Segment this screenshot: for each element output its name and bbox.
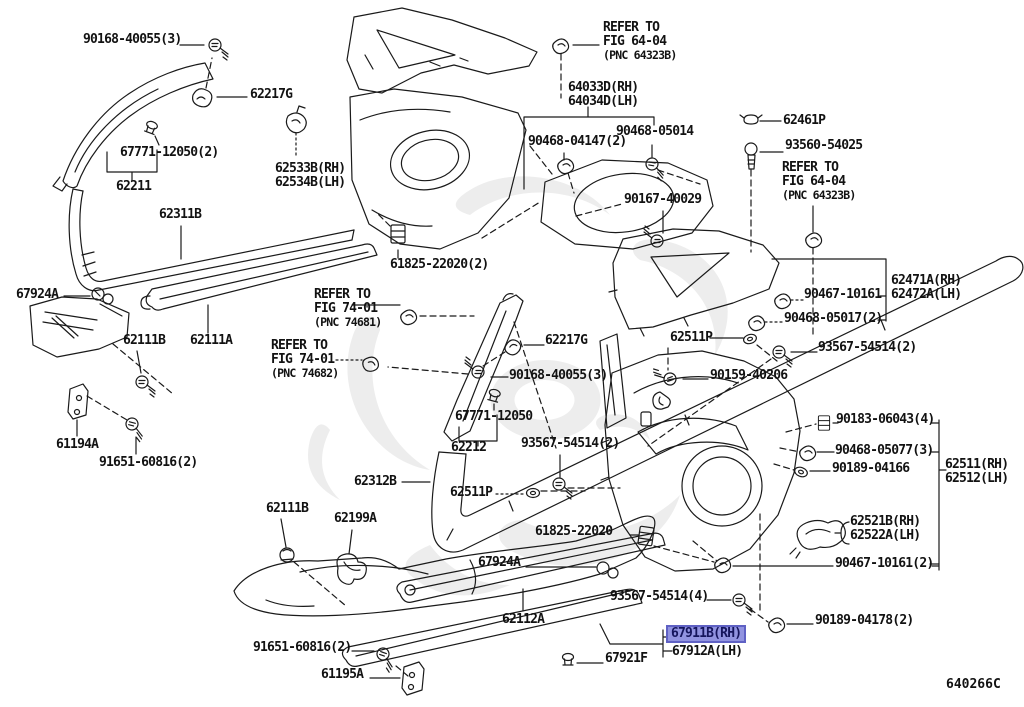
part-label-67924a-a[interactable]: 67924A [16,287,59,302]
part-label-62311b[interactable]: 62311B [159,207,202,222]
part-label-93560-54025[interactable]: 93560-54025 [785,138,863,153]
part-label-67921f[interactable]: 67921F [605,651,648,666]
part-label-62521b-62522a[interactable]: 62521B(RH) 62522A(LH) [850,514,921,544]
part-label-90159-40206[interactable]: 90159-40206 [710,368,788,383]
part-label-90168-40055[interactable]: 90168-40055(3) [83,32,182,47]
part-label-61825-22020-2[interactable]: 61825-22020(2) [390,257,489,272]
part-label-90168-40055-b[interactable]: 90168-40055(3) [509,368,608,383]
part-label-90189-04178[interactable]: 90189-04178(2) [815,613,914,628]
part-64033d-outline [346,7,538,94]
part-62311b-outline [68,188,355,292]
part-label-90468-05014[interactable]: 90468-05014 [616,124,694,139]
part-label-62199a[interactable]: 62199A [334,511,377,526]
part-label-62511-62512[interactable]: 62511(RH) 62512(LH) [945,457,1009,487]
part-67911b-outline [341,588,643,667]
part-label-62111a[interactable]: 62111A [190,333,233,348]
part-62212-outline [443,293,524,442]
part-lower-quarter-outline [349,88,527,250]
part-label-93567-54514-2a[interactable]: 93567-54514(2) [818,340,917,355]
part-label-93567-54514-4[interactable]: 93567-54514(4) [610,589,709,604]
part-62111a-outline [140,243,378,311]
part-label-62312b[interactable]: 62312B [354,474,397,489]
part-label-62217g[interactable]: 62217G [250,87,293,102]
part-62112a-outline [396,532,666,603]
part-label-62533b-62534b[interactable]: 62533B(RH) 62534B(LH) [275,161,346,191]
part-62533b-clip [285,105,307,159]
part-label-67924a-b[interactable]: 67924A [478,555,521,570]
part-label-62511p-upper[interactable]: 62511P [670,330,713,345]
watermark [308,176,728,596]
refer-note-fig74-01-a[interactable]: REFER TO FIG 74-01 (PNC 74681) [314,287,382,330]
part-label-91651-60816-a[interactable]: 91651-60816(2) [99,455,198,470]
part-61194a-outline [67,383,89,420]
part-label-67912a[interactable]: 67912A(LH) [672,644,743,659]
part-62312b-outline [431,255,1024,553]
part-label-90468-05017[interactable]: 90468-05017(2) [784,311,883,326]
part-label-62212[interactable]: 62212 [451,440,487,455]
part-62471a-outline [608,228,780,337]
part-label-61825-22020[interactable]: 61825-22020 [535,524,613,539]
part-speaker-ring-outline [540,159,714,250]
part-label-67771-12050-2[interactable]: 67771-12050(2) [120,145,219,160]
figure-code: 640266C [946,677,1001,692]
part-label-62217g-b[interactable]: 62217G [545,333,588,348]
part-label-90467-10161[interactable]: 90467-10161 [804,287,882,302]
part-62521b-outline [789,519,846,559]
part-62211-outline [52,62,214,192]
part-61195a-outline [401,661,425,696]
part-label-90468-04147[interactable]: 90468-04147(2) [528,134,627,149]
part-label-62112a[interactable]: 62112A [502,612,545,627]
part-label-62511p-lower[interactable]: 62511P [450,485,493,500]
refer-note-fig64-04-right[interactable]: REFER TO FIG 64-04 (PNC 64323B) [782,160,856,203]
part-label-61194a[interactable]: 61194A [56,437,99,452]
part-label-64033d-64034d[interactable]: 64033D(RH) 64034D(LH) [568,80,639,110]
part-label-90468-05077[interactable]: 90468-05077(3) [835,443,934,458]
refer-note-fig74-01-b[interactable]: REFER TO FIG 74-01 (PNC 74682) [271,338,339,381]
part-label-90467-10161-2[interactable]: 90467-10161(2) [835,556,934,571]
part-label-62111b-a[interactable]: 62111B [123,333,166,348]
refer-note-fig64-04-top[interactable]: REFER TO FIG 64-04 (PNC 64323B) [603,20,677,63]
part-label-62461p[interactable]: 62461P [783,113,826,128]
part-label-90189-04166[interactable]: 90189-04166 [832,461,910,476]
part-label-90183-06043[interactable]: 90183-06043(4) [836,412,935,427]
part-62511-outline [600,350,801,572]
part-label-61195a[interactable]: 61195A [321,667,364,682]
part-label-91651-60816-b[interactable]: 91651-60816(2) [253,640,352,655]
part-62199a-outline [336,553,367,585]
part-label-67771-12050[interactable]: 67771-12050 [455,409,533,424]
part-62111b-outline [29,296,130,358]
part-label-90167-40029[interactable]: 90167-40029 [624,192,702,207]
part-label-67911b-selected[interactable]: 67911B(RH) [666,625,747,644]
part-kick-panel-outline [233,515,656,617]
part-label-93567-54514-2b[interactable]: 93567-54514(2) [521,436,620,451]
part-label-62471a-62472a[interactable]: 62471A(RH) 62472A(LH) [891,273,962,303]
part-label-62211[interactable]: 62211 [116,179,152,194]
part-label-62111b-b[interactable]: 62111B [266,501,309,516]
